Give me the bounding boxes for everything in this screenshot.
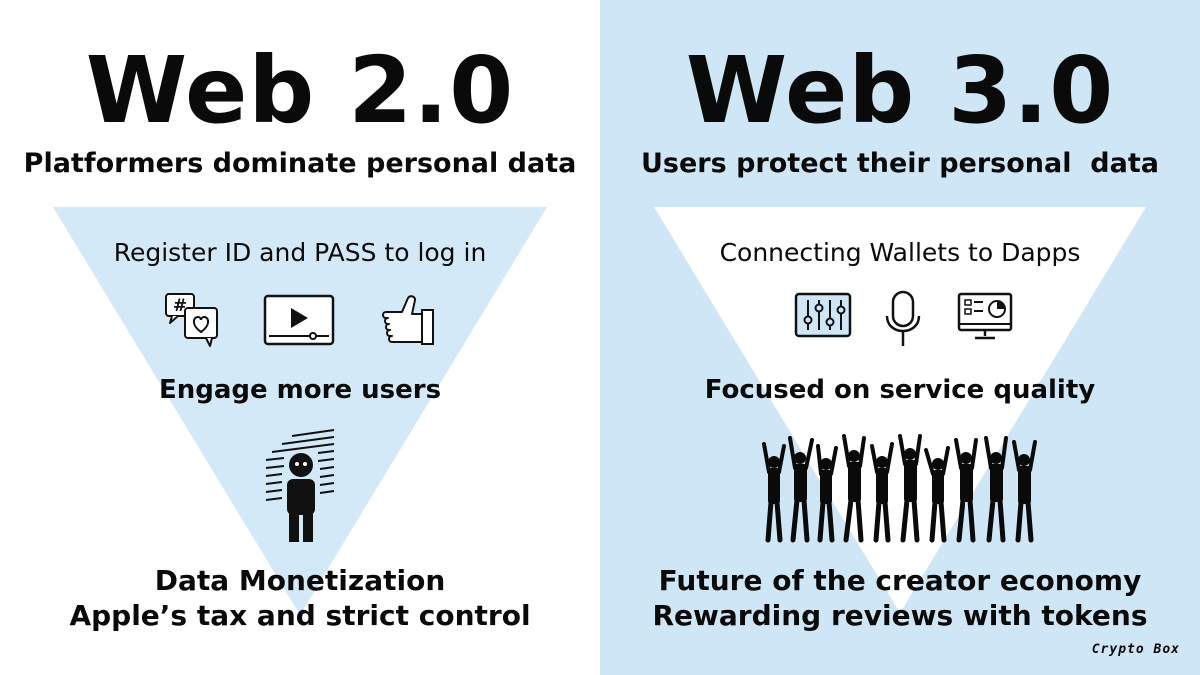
web2-bottom-text: Data Monetization Apple’s tax and strict…	[0, 563, 600, 633]
web3-panel: Web 3.0 Users protect their personal dat…	[600, 0, 1200, 675]
web3-subtitle: Users protect their personal data	[641, 148, 1159, 179]
cheering-crowd-icon	[762, 434, 1037, 543]
web2-title: Web 2.0	[85, 37, 515, 144]
web3-funnel-triangle	[654, 207, 1146, 613]
web3-bottom-text: Future of the creator economy Rewarding …	[600, 563, 1200, 633]
web2-login-label: Register ID and PASS to log in	[113, 238, 487, 267]
web2-subtitle: Platformers dominate personal data	[23, 148, 577, 179]
thumbs-up-icon	[382, 295, 434, 345]
hashtag-heart-chat-icon: #	[165, 293, 218, 347]
web2-engage-label: Engage more users	[158, 375, 442, 405]
svg-text:#: #	[173, 296, 187, 316]
web3-wallet-label: Connecting Wallets to Dapps	[719, 238, 1081, 267]
web2-bottom-line-1: Data Monetization	[154, 564, 446, 597]
video-player-icon	[263, 294, 335, 346]
mixer-sliders-icon	[794, 292, 852, 338]
dashboard-monitor-icon	[957, 292, 1013, 340]
web3-quality-label: Focused on service quality	[704, 375, 1096, 405]
web3-title: Web 3.0	[685, 37, 1115, 144]
microphone-icon	[885, 290, 921, 346]
web2-bottom-line-2: Apple’s tax and strict control	[69, 599, 531, 632]
web3-bottom-line-2: Rewarding reviews with tokens	[652, 599, 1148, 632]
web2-icon-row: #	[0, 290, 600, 350]
confined-person-icon	[265, 429, 335, 542]
brand-logo: Crypto Box	[1091, 642, 1180, 657]
web2-panel: Web 2.0 Platformers dominate personal da…	[0, 37, 600, 633]
web3-bottom-line-1: Future of the creator economy	[658, 564, 1142, 597]
web3-icon-row	[600, 290, 1200, 350]
